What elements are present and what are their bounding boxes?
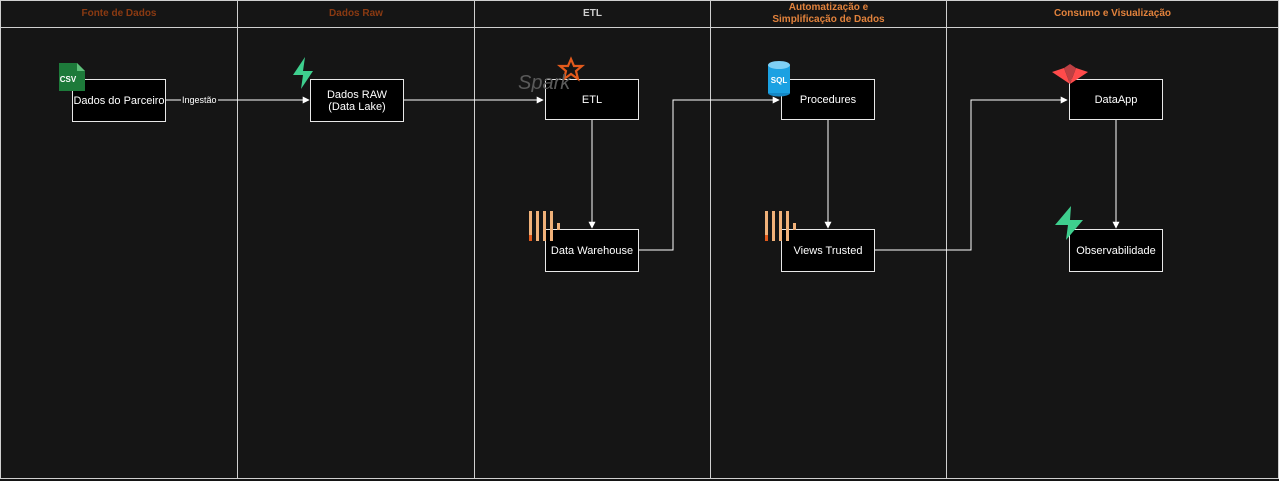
edge-views-to-dataapp bbox=[874, 96, 1068, 251]
node-dataapp[interactable]: DataApp bbox=[1069, 79, 1163, 120]
supabase-observability-icon bbox=[1055, 206, 1083, 240]
node-views-trusted[interactable]: Views Trusted bbox=[781, 229, 875, 272]
lane-title: Consumo e Visualização bbox=[947, 1, 1278, 28]
edge-label-ingestao: Ingestão bbox=[181, 95, 218, 106]
node-dados-raw[interactable]: Dados RAW (Data Lake) bbox=[310, 79, 404, 122]
lane-title: Dados Raw bbox=[238, 1, 474, 28]
lane-title: Automatização e Simplificação de Dados bbox=[711, 1, 946, 28]
csv-file-icon: CSV bbox=[59, 63, 85, 91]
node-procedures[interactable]: Procedures bbox=[781, 79, 875, 120]
node-data-warehouse[interactable]: Data Warehouse bbox=[545, 229, 639, 272]
edge-dw-to-procedures bbox=[638, 96, 780, 251]
node-etl[interactable]: ETL bbox=[545, 79, 639, 120]
sql-icon-label: SQL bbox=[771, 76, 788, 85]
apache-spark-icon: Spark bbox=[518, 56, 586, 92]
streamlit-icon bbox=[1052, 64, 1088, 84]
clickhouse-icon-views bbox=[765, 211, 796, 241]
node-dados-do-parceiro[interactable]: Dados do Parceiro bbox=[72, 79, 166, 122]
supabase-icon bbox=[293, 57, 313, 89]
csv-icon-label: CSV bbox=[60, 75, 77, 84]
spark-icon-label: Spark bbox=[518, 72, 571, 92]
clickhouse-icon-etl bbox=[529, 211, 560, 241]
sql-database-icon: SQL bbox=[768, 61, 790, 97]
lane-title: Fonte de Dados bbox=[1, 1, 237, 28]
node-observabilidade[interactable]: Observabilidade bbox=[1069, 229, 1163, 272]
lane-title: ETL bbox=[475, 1, 710, 28]
